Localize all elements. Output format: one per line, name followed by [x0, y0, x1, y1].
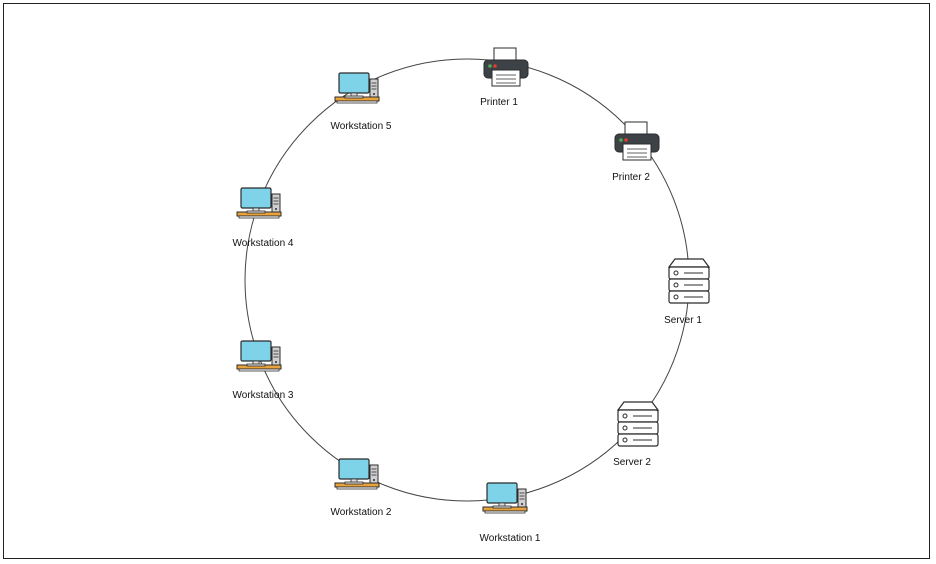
workstation-icon [334, 72, 380, 104]
printer-icon [614, 121, 660, 161]
node-workstation-5[interactable] [334, 72, 380, 104]
workstation-icon [236, 340, 282, 372]
node-workstation-3[interactable] [236, 340, 282, 372]
label-server-1: Server 1 [664, 315, 702, 326]
diagram-frame [3, 3, 930, 559]
server-icon [668, 258, 710, 304]
workstation-icon [334, 458, 380, 490]
label-printer-2: Printer 2 [612, 172, 650, 183]
node-workstation-2[interactable] [334, 458, 380, 490]
label-workstation-1: Workstation 1 [479, 533, 541, 544]
label-workstation-2: Workstation 2 [330, 507, 392, 518]
node-server-1[interactable] [668, 258, 710, 304]
workstation-icon [236, 187, 282, 219]
workstation-icon [482, 482, 528, 514]
label-workstation-4: Workstation 4 [232, 238, 294, 249]
server-icon [617, 401, 659, 447]
label-server-2: Server 2 [613, 457, 651, 468]
node-workstation-4[interactable] [236, 187, 282, 219]
node-server-2[interactable] [617, 401, 659, 447]
label-printer-1: Printer 1 [480, 97, 518, 108]
label-workstation-5: Workstation 5 [330, 121, 392, 132]
printer-icon [483, 47, 529, 87]
node-printer-2[interactable] [614, 121, 660, 161]
node-printer-1[interactable] [483, 47, 529, 87]
node-workstation-1[interactable] [482, 482, 528, 514]
label-workstation-3: Workstation 3 [232, 390, 294, 401]
